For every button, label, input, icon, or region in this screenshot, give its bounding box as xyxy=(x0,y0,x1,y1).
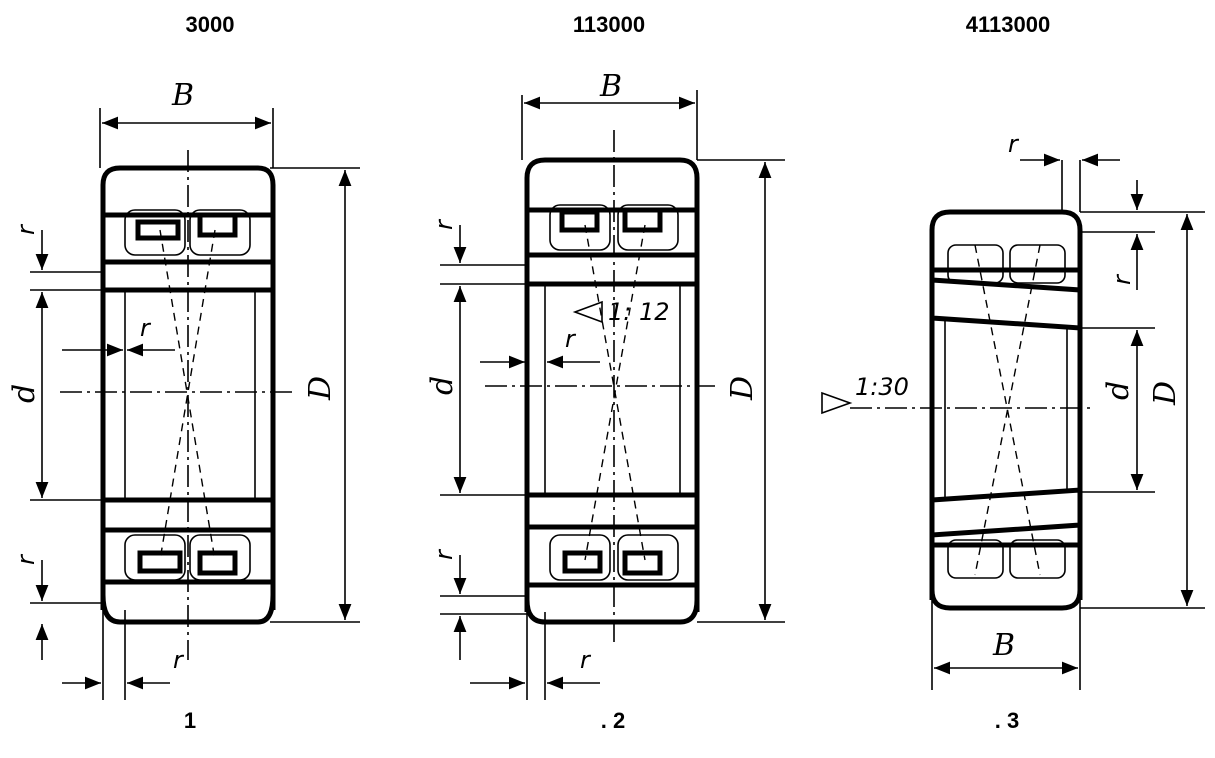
fig2-bore-label: d xyxy=(425,376,460,395)
caption-figure-3: . 3 xyxy=(994,708,1020,733)
fig1-chamfer-label-lower: r xyxy=(12,553,40,565)
header-series-3000: 3000 xyxy=(185,12,235,37)
fig1-bore-label: d xyxy=(7,384,42,403)
fig1-width-label: B xyxy=(171,78,194,113)
fig2-outer-diameter-label: D xyxy=(725,376,760,401)
fig2-chamfer-label-upper: r xyxy=(430,218,458,230)
fig2-width-label: B xyxy=(599,69,622,104)
fig2-chamfer-label-bore: r xyxy=(565,325,577,353)
fig3-outer-diameter-label: D xyxy=(1148,381,1183,406)
fig2-chamfer-label-bottom: r xyxy=(580,646,592,674)
fig2-taper-label: 1: 12 xyxy=(608,298,670,326)
fig1-outer-diameter-label: D xyxy=(303,376,338,401)
figure-2-bearing xyxy=(440,90,785,700)
fig3-chamfer-label-side: r xyxy=(1108,273,1136,285)
caption-figure-2: . 2 xyxy=(600,708,626,733)
figure-1-bearing xyxy=(30,108,360,700)
header-series-4113000: 4113000 xyxy=(965,12,1051,37)
header-series-113000: 113000 xyxy=(572,12,646,37)
fig1-chamfer-label-upper: r xyxy=(12,223,40,235)
fig1-chamfer-label-bore: r xyxy=(140,314,152,342)
fig3-width-label: B xyxy=(992,628,1015,663)
fig3-bore-label: d xyxy=(1101,381,1136,400)
fig3-taper-label: 1:30 xyxy=(855,373,909,401)
figure-3-bearing xyxy=(821,153,1205,690)
fig3-chamfer-label-top: r xyxy=(1008,130,1020,158)
fig1-chamfer-label-bottom: r xyxy=(173,646,185,674)
caption-figure-1: 1 xyxy=(183,708,197,733)
fig2-chamfer-label-lower: r xyxy=(430,548,458,560)
